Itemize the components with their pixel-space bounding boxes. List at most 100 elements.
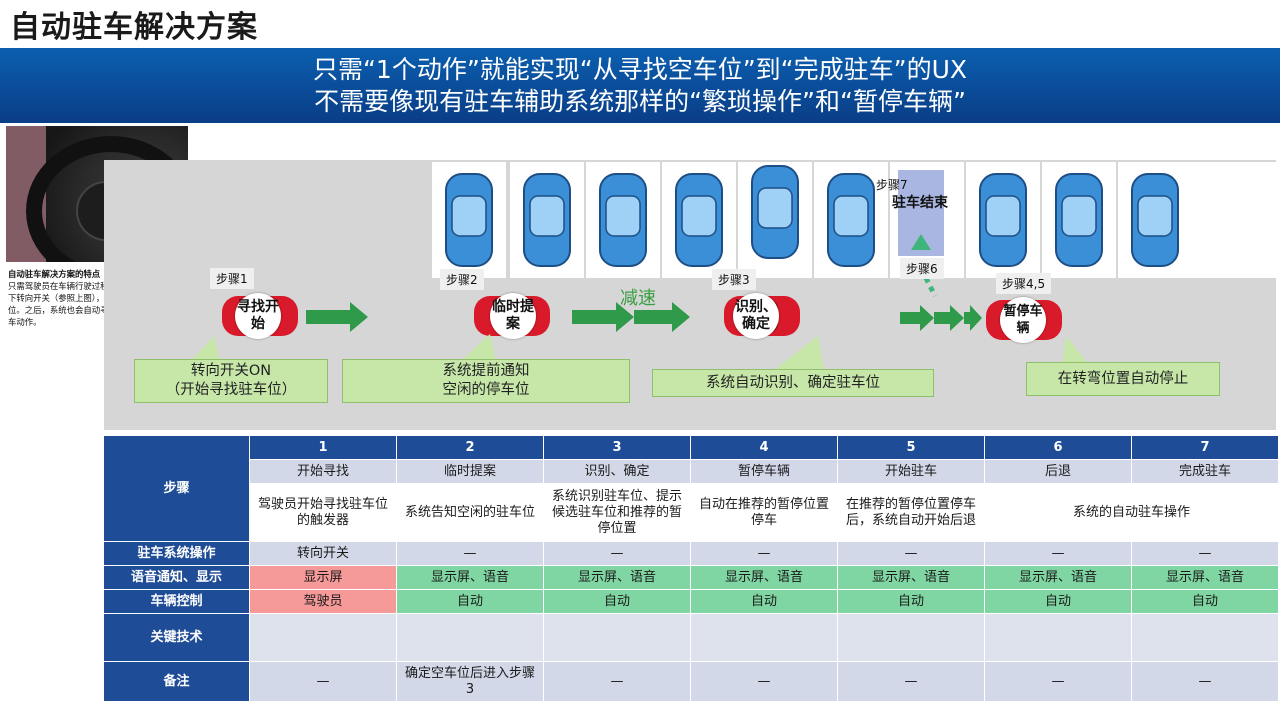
step7-tag: 步骤7: [876, 178, 908, 192]
system-op-cell: 转向开关: [249, 541, 397, 566]
headline-banner: 只需“1个动作”就能实现“从寻找空车位”到“完成驻车”的UX 不需要像现有驻车辅…: [0, 48, 1280, 123]
flow-arrow-2: [572, 302, 690, 332]
callout-1: 转向开关ON （开始寻找驻车位）: [134, 359, 328, 403]
step-name: 完成驻车: [1131, 459, 1279, 484]
note-cell: 确定空车位后进入步骤3: [396, 661, 544, 702]
step-desc: 自动在推荐的暂停位置停车: [690, 483, 838, 542]
tech-cell: [1131, 613, 1279, 662]
voice-cell: 显示屏、语音: [690, 565, 838, 590]
step-desc: 在推荐的暂停位置停车后，系统自动开始后退: [837, 483, 985, 542]
voice-cell: 显示屏: [249, 565, 397, 590]
parked-car: [599, 173, 647, 267]
row-header-system-op: 驻车系统操作: [103, 541, 250, 566]
parked-car: [979, 173, 1027, 267]
note-cell: —: [249, 661, 397, 702]
vehicle-cell: 自动: [396, 589, 544, 614]
voice-cell: 显示屏、语音: [396, 565, 544, 590]
page-title: 自动驻车解决方案: [10, 10, 258, 45]
vehicle-cell: 自动: [1131, 589, 1279, 614]
callout-2: 系统提前通知 空闲的停车位: [342, 359, 630, 403]
slow-down-label: 减速: [620, 288, 656, 309]
step-number: 7: [1131, 435, 1279, 460]
row-header-note: 备注: [103, 661, 250, 702]
step-name: 后退: [984, 459, 1132, 484]
parked-car: [523, 173, 571, 267]
tech-cell: [543, 613, 691, 662]
voice-cell: 显示屏、语音: [543, 565, 691, 590]
flow-arrow-1: [306, 302, 368, 332]
system-op-cell: —: [690, 541, 838, 566]
step2-tag: 步骤2: [440, 269, 484, 290]
voice-cell: 显示屏、语音: [837, 565, 985, 590]
parking-end-label: 驻车结束: [892, 195, 948, 211]
row-header-voice: 语音通知、显示: [103, 565, 250, 590]
car1-label: 寻找开始: [235, 293, 281, 339]
vehicle-cell: 自动: [690, 589, 838, 614]
callout2-pointer: [460, 334, 496, 362]
row-header-tech: 关键技术: [103, 613, 250, 662]
step-desc: 系统的自动驻车操作: [984, 483, 1279, 542]
tech-cell: [396, 613, 544, 662]
parking-slot: [1188, 162, 1276, 278]
tech-cell: [690, 613, 838, 662]
voice-cell: 显示屏、语音: [984, 565, 1132, 590]
vehicle-cell: 自动: [543, 589, 691, 614]
system-op-cell: —: [837, 541, 985, 566]
step-name: 暂停车辆: [690, 459, 838, 484]
feature-note-body: 只需驾驶员在车辆行驶过程中（30km/h以下）按下转向开关（参照上图），系统就会…: [8, 281, 193, 327]
steps-table: 步骤 1 2 3 4 5 6 7 开始寻找 临时提案 识别、确定 暂停车辆 开始…: [103, 435, 1279, 702]
note-cell: —: [984, 661, 1132, 702]
vehicle-cell: 自动: [984, 589, 1132, 614]
note-cell: —: [837, 661, 985, 702]
tech-cell: [249, 613, 397, 662]
feature-note: 自动驻车解决方案的特点 只需驾驶员在车辆行驶过程中（30km/h以下）按下转向开…: [8, 268, 198, 328]
parked-car: [675, 173, 723, 267]
callout3-pointer: [774, 336, 824, 370]
parked-car: [1055, 173, 1103, 267]
flow-arrow-3: [900, 305, 982, 331]
callout4-text: 在转弯位置自动停止: [1057, 370, 1189, 387]
system-op-cell: —: [1131, 541, 1279, 566]
vehicle-cell: 驾驶员: [249, 589, 397, 614]
tech-cell: [984, 613, 1132, 662]
vehicle-cell: 自动: [837, 589, 985, 614]
callout4-pointer: [1062, 336, 1090, 366]
feature-note-heading: 自动驻车解决方案的特点: [8, 269, 101, 279]
callout-3: 系统自动识别、确定驻车位: [652, 369, 934, 397]
callout-4: 在转弯位置自动停止: [1026, 362, 1220, 396]
voice-cell: 显示屏、语音: [1131, 565, 1279, 590]
step45-tag: 步骤4,5: [996, 273, 1052, 294]
step6-tag: 步骤6: [900, 258, 944, 279]
step-name: 开始驻车: [837, 459, 985, 484]
car2-label: 临时提案: [490, 293, 536, 339]
row-header-vehicle: 车辆控制: [103, 589, 250, 614]
banner-line-2: 不需要像现有驻车辅助系统那样的“繁琐操作”和“暂停车辆”: [314, 87, 966, 116]
system-op-cell: —: [984, 541, 1132, 566]
car4-label: 暂停车辆: [1000, 297, 1046, 343]
row-header-step: 步骤: [103, 435, 250, 542]
step3-tag: 步骤3: [712, 269, 756, 290]
step-number: 3: [543, 435, 691, 460]
step-number: 4: [690, 435, 838, 460]
step-desc: 系统告知空闲的驻车位: [396, 483, 544, 542]
callout1-pointer: [190, 336, 220, 362]
step-number: 5: [837, 435, 985, 460]
step-desc: 系统识别驻车位、提示候选驻车位和推荐的暂停位置: [543, 483, 691, 542]
callout1-line1: 转向开关ON: [190, 363, 272, 379]
step-name: 开始寻找: [249, 459, 397, 484]
callout2-line1: 系统提前通知: [442, 363, 530, 379]
step-desc: 驾驶员开始寻找驻车位的触发器: [249, 483, 397, 542]
callout3-text: 系统自动识别、确定驻车位: [706, 374, 880, 391]
parked-car: [827, 173, 875, 267]
step-name: 识别、确定: [543, 459, 691, 484]
note-cell: —: [543, 661, 691, 702]
step-number: 2: [396, 435, 544, 460]
parked-car: [445, 173, 493, 267]
system-op-cell: —: [396, 541, 544, 566]
system-op-cell: —: [543, 541, 691, 566]
tech-cell: [837, 613, 985, 662]
car3-label: 识别、确定: [733, 293, 779, 339]
callout2-line2: 空闲的停车位: [442, 382, 530, 398]
step-number: 6: [984, 435, 1132, 460]
note-cell: —: [1131, 661, 1279, 702]
